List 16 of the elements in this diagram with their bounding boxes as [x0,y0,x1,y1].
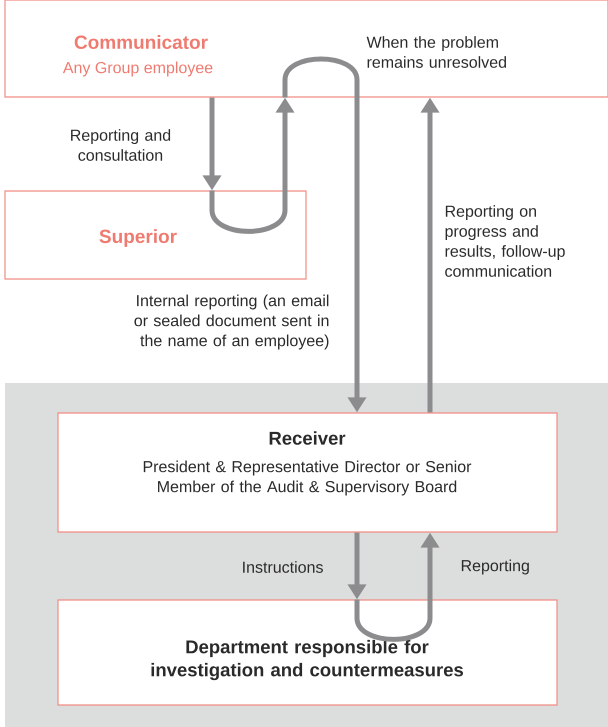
edge-label: Reporting on progress and results, follow-up communication [445,205,565,277]
box-title: Department responsible for investigation and countermeasures [152,640,463,680]
edge-label: Reporting and consultation [71,129,170,161]
edge-label: Internal reporting (an email or sealed document sent in the name of an employee) [134,294,328,350]
box-text: Any Group employee [62,62,212,76]
process-box [4,0,608,98]
edge-label: Instructions [243,561,323,573]
process-box [57,412,558,533]
box-title: Receiver [270,431,346,445]
process-box [57,599,558,706]
box-title: Superior [99,229,177,247]
box-text: President & Representative Director or Senior Member of the Audit & Supervisory Board [144,460,472,496]
box-title: Communicator [74,35,208,49]
edge-label: Reporting [462,560,529,574]
process-box [4,190,307,280]
note-text: When the problem remains unresolved [366,36,506,68]
